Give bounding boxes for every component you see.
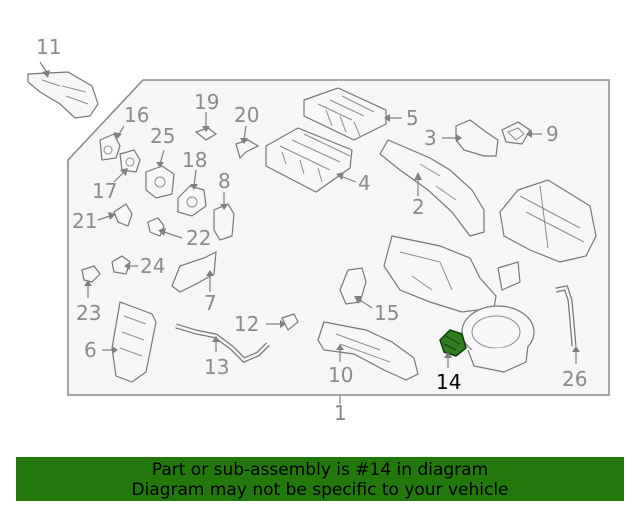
filter-plate [497, 261, 521, 291]
callout-15: 15 [374, 301, 399, 325]
callout-22: 22 [186, 226, 211, 250]
part-12-sensor [281, 313, 299, 331]
part-5-grille [303, 87, 387, 141]
part-13-hose [175, 323, 270, 363]
parts-diagram: 1 2 3 4 5 6 7 8 9 10 11 12 13 14 15 16 1… [27, 35, 610, 425]
part-3-duct [455, 119, 499, 157]
callout-2: 2 [412, 195, 425, 219]
callout-9: 9 [546, 122, 559, 146]
callout-1: 1 [334, 401, 347, 425]
callout-21: 21 [72, 209, 97, 233]
callout-16: 16 [124, 103, 149, 127]
part-17-clip [119, 149, 141, 173]
callout-24: 24 [140, 254, 165, 278]
part-10-duct [317, 321, 419, 381]
callout-labels: 1 2 3 4 5 6 7 8 9 10 11 12 13 14 15 16 1… [36, 35, 587, 425]
part-15-duct [339, 267, 367, 305]
part-2-duct [379, 139, 485, 237]
callout-11: 11 [36, 35, 61, 59]
callout-19: 19 [194, 90, 219, 114]
heater-case [383, 235, 497, 313]
callout-8: 8 [218, 169, 231, 193]
part-21-clip [113, 203, 133, 227]
part-23-sensor [81, 265, 101, 283]
callout-6: 6 [84, 338, 97, 362]
part-9-seal [501, 121, 531, 145]
part-6-duct [111, 301, 157, 383]
part-18-actuator [177, 185, 207, 217]
part-25-actuator [145, 165, 175, 199]
blower-motor-housing [461, 305, 535, 373]
callout-23: 23 [76, 301, 101, 325]
leader-lines [39, 61, 580, 404]
callout-18: 18 [182, 148, 207, 172]
callout-17: 17 [92, 179, 117, 203]
callout-26: 26 [562, 367, 587, 391]
part-4-grille [265, 127, 353, 193]
callout-5: 5 [406, 106, 419, 130]
callout-7: 7 [204, 291, 217, 315]
banner-line-2: Diagram may not be specific to your vehi… [131, 480, 509, 500]
part-14-highlighted [439, 329, 467, 357]
callout-13: 13 [204, 355, 229, 379]
callout-20: 20 [234, 103, 259, 127]
callout-25: 25 [150, 124, 175, 148]
callout-3: 3 [424, 126, 437, 150]
part-11-duct [27, 71, 99, 119]
blower-housing [499, 179, 597, 263]
part-7-bracket [171, 250, 217, 293]
callout-10: 10 [328, 363, 353, 387]
part-16-clip [99, 133, 121, 161]
part-19-sensor [194, 127, 218, 141]
banner-line-1: Part or sub-assembly is #14 in diagram [151, 460, 489, 480]
info-banner: Part or sub-assembly is #14 in diagram D… [16, 457, 624, 501]
callout-14: 14 [436, 370, 461, 394]
part-26-drain-hose [555, 285, 577, 347]
callout-12: 12 [234, 312, 259, 336]
callout-4: 4 [358, 171, 371, 195]
